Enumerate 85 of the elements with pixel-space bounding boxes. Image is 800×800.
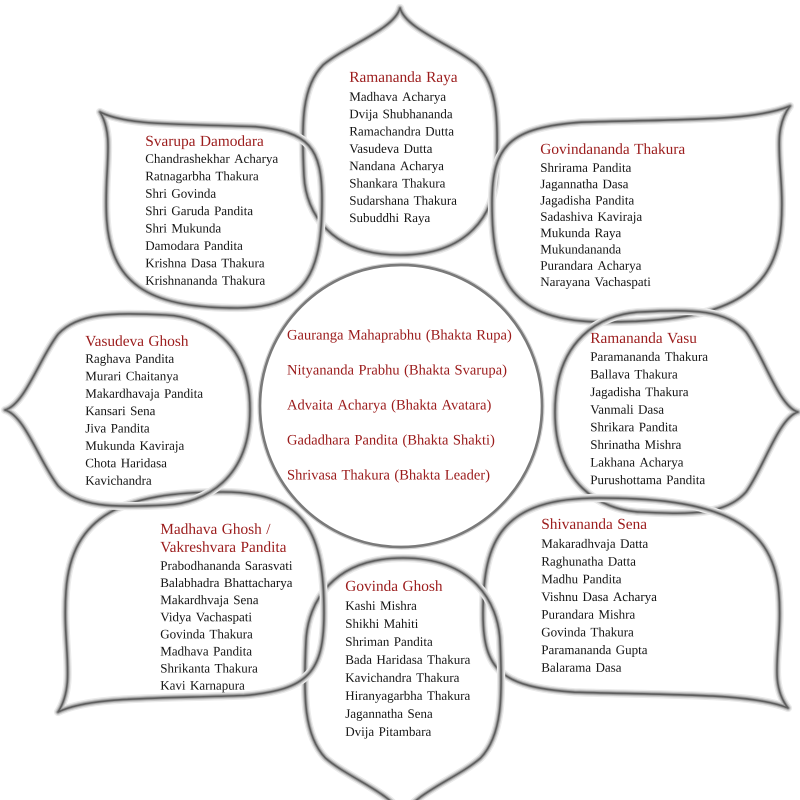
name-entry: Kavichandra Thakura <box>346 672 460 682</box>
name-entry: Vasudeva Dutta <box>349 144 432 154</box>
name-entry: Vishnu Dasa Acharya <box>541 592 657 604</box>
name-entry: Balabhadra Bhattacharya <box>160 578 292 590</box>
name-entry: Shri Garuda Pandita <box>146 206 253 216</box>
name-entry: Bada Haridasa Thakura <box>346 654 470 664</box>
name-entry: Subuddhi Raya <box>350 213 430 225</box>
center-entry: Advaita Acharya (Bhakta Avatara) <box>287 399 491 413</box>
name-entry: Shrinatha Mishra <box>591 440 682 450</box>
name-entry: Lakhana Acharya <box>590 457 684 470</box>
heading: Madhava Ghosh / Vakreshvara Pandita <box>160 523 286 552</box>
name-entry: Shikhi Mahiti <box>346 618 418 628</box>
name-entry: Raghunatha Datta <box>542 556 636 568</box>
name-entry: Govinda Thakura <box>542 627 634 636</box>
name-entry: Raghava Pandita <box>86 354 174 366</box>
name-entry: Kansari Sena <box>86 406 156 416</box>
name-entry: Paramananda Thakura <box>590 352 708 362</box>
petal <box>54 488 328 716</box>
center-entry: Nityananda Prabhu (Bhakta Svarupa) <box>287 364 506 378</box>
name-entry: Shriman Pandita <box>346 636 433 646</box>
petal <box>550 306 800 518</box>
petal <box>478 494 792 712</box>
name-entry: Krishnananda Thakura <box>146 276 266 285</box>
petal <box>96 108 326 312</box>
name-entry: Ratnagarbha Thakura <box>146 171 259 184</box>
name-entry: Madhava Pandita <box>160 646 252 656</box>
center-entry: Gauranga Mahaprabhu (Bhakta Rupa) <box>288 329 512 343</box>
name-entry: Shrikanta Thakura <box>161 664 258 673</box>
heading: Govindananda Thakura <box>540 143 685 154</box>
name-entry: Paramananda Gupta <box>542 645 648 657</box>
name-entry: Makardhvaja Sena <box>160 595 258 607</box>
name-entry: Murari Chaitanya <box>86 371 178 384</box>
name-entry: Narayana Vachaspati <box>540 277 651 289</box>
name-entry: Jagadisha Thakura <box>590 387 688 399</box>
name-entry: Dvija Pitambara <box>346 726 432 739</box>
name-entry: Jagadisha Pandita <box>540 196 634 208</box>
name-entry: Damodara Pandita <box>146 240 243 250</box>
heading: Vasudeva Ghosh <box>85 335 188 346</box>
name-entry: Madhu Pandita <box>542 574 622 584</box>
name-entry: Kavichandra <box>86 476 152 485</box>
name-entry: Shrirama Pandita <box>541 162 632 172</box>
name-entry: Nandana Acharya <box>350 161 444 173</box>
name-entry: Prabodhananda Sarasvati <box>160 560 292 570</box>
name-entry: Kashi Mishra <box>346 600 417 610</box>
name-entry: Mukunda Kaviraja <box>86 440 184 453</box>
name-entry: Balarama Dasa <box>542 662 622 672</box>
center-entry: Gadadhara Pandita (Bhakta Shakti) <box>288 434 494 448</box>
name-entry: Makardhavaja Pandita <box>86 388 203 400</box>
name-entry: Shrikara Pandita <box>591 422 678 432</box>
name-entry: Mukundananda <box>540 244 621 254</box>
name-entry: Purandara Acharya <box>540 260 642 273</box>
name-entry: Purushottama Pandita <box>590 475 706 484</box>
name-entry: Chandrashekhar Acharya <box>146 154 278 166</box>
name-entry: Ballava Thakura <box>590 369 678 379</box>
name-entry: Shankara Thakura <box>350 178 446 188</box>
name-entry: Shri Mukunda <box>146 223 222 233</box>
name-entry: Makaradhvaja Datta <box>542 538 648 551</box>
name-entry: Madhava Acharya <box>350 92 446 104</box>
name-entry: Mukunda Raya <box>540 228 622 240</box>
name-entry: Hiranyagarbha Thakura <box>346 690 470 703</box>
name-entry: Ramachandra Dutta <box>350 126 454 136</box>
name-entry: Jagannatha Sena <box>346 708 433 721</box>
name-entry: Dvija Shubhananda <box>350 109 452 121</box>
heading: Govinda Ghosh <box>346 580 442 592</box>
name-entry: Krishna Dasa Thakura <box>146 258 264 268</box>
name-entry: Sudarshana Thakura <box>350 196 457 205</box>
name-entry: Chota Haridasa <box>86 458 167 468</box>
petal <box>298 4 502 260</box>
heading: Shivananda Sena <box>542 518 647 530</box>
petal <box>488 102 794 326</box>
name-entry: Purandara Mishra <box>542 610 636 619</box>
heading: Ramananda Raya <box>350 71 458 86</box>
petal <box>300 554 506 800</box>
name-entry: Sadashiva Kaviraja <box>541 212 642 224</box>
name-entry: Kavi Karnapura <box>160 681 245 692</box>
heading: Ramananda Vasu <box>590 332 697 344</box>
name-entry: Jagannatha Dasa <box>540 179 628 192</box>
name-entry: Govinda Thakura <box>160 629 253 638</box>
center-entry: Shrivasa Thakura (Bhakta Leader) <box>288 469 490 483</box>
name-entry: Vidya Vachaspati <box>160 612 252 624</box>
petal <box>0 310 254 510</box>
heading: Svarupa Damodara <box>146 135 264 150</box>
name-entry: Vanmali Dasa <box>590 404 664 414</box>
name-entry: Jiva Pandita <box>86 423 150 433</box>
name-entry: Shri Govinda <box>146 188 216 198</box>
